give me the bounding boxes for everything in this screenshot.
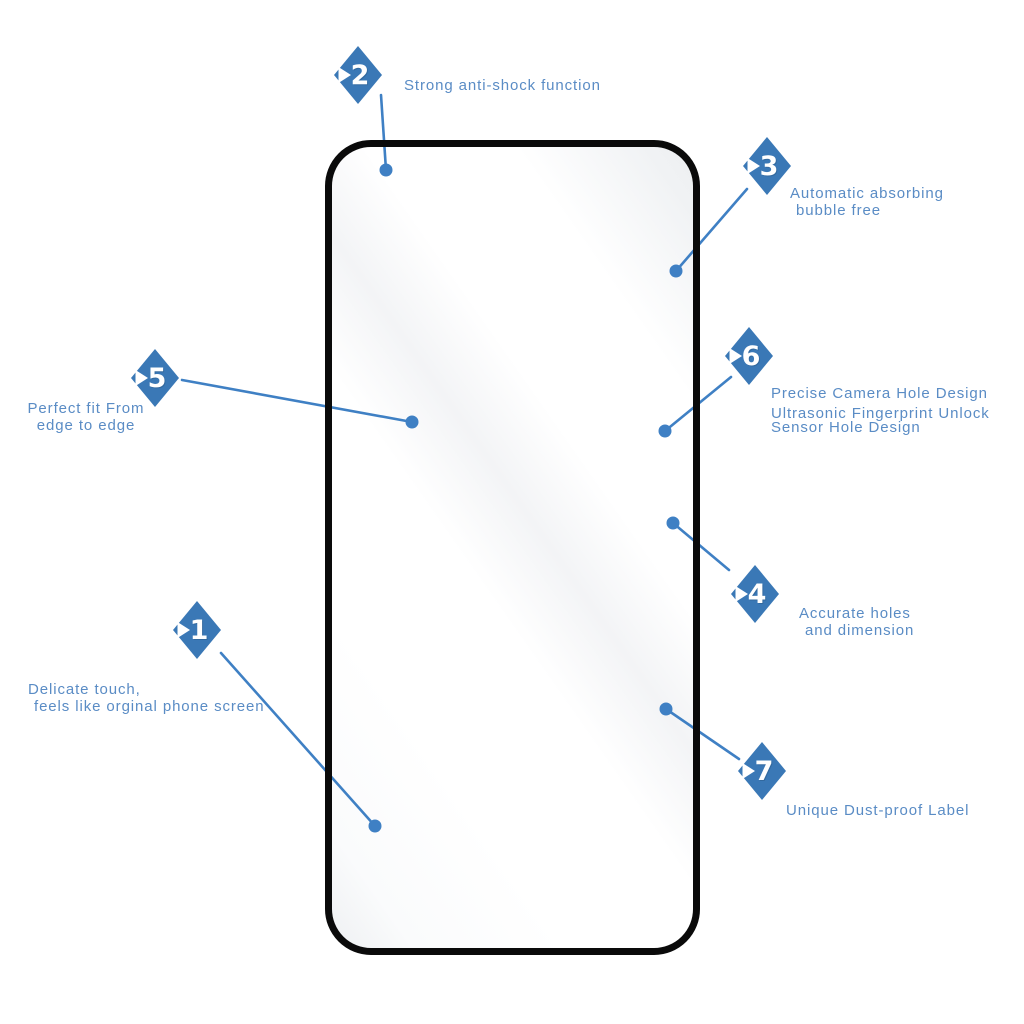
callout-7-diamond: 7 <box>738 742 786 800</box>
callout-4-number: 4 <box>747 578 767 610</box>
callout-4-label-line: Accurate holes <box>799 605 911 622</box>
callout-2-label: Strong anti-shock function <box>404 77 601 94</box>
connector-dot-3 <box>669 264 683 278</box>
callout-3-label: Automatic absorbing bubble free <box>790 185 944 219</box>
connector-line-4 <box>671 521 731 572</box>
connector-line-2 <box>379 93 388 172</box>
diamond-shape <box>743 137 791 195</box>
screen-protector-outline <box>325 140 700 955</box>
callout-6-label-line: Precise Camera Hole Design <box>771 385 988 402</box>
diamond-notch <box>135 370 148 386</box>
callout-2-number: 2 <box>350 59 370 91</box>
callout-6-label: Precise Camera Hole Design Ultrasonic Fi… <box>771 385 990 435</box>
diamond-marker-icon <box>173 601 221 659</box>
connector-dot-5 <box>405 415 419 429</box>
connector-dot-6 <box>658 424 672 438</box>
connector-dot-2 <box>379 163 393 177</box>
callout-2-label-line: Strong anti-shock function <box>404 77 601 94</box>
callout-5-label-line: Perfect fit From <box>27 400 145 417</box>
diamond-shape <box>131 349 179 407</box>
callout-1-label-line: feels like orginal phone screen <box>34 698 265 715</box>
connector-line-5 <box>180 378 414 424</box>
glass-sheen <box>325 140 700 955</box>
callout-1-label-line: Delicate touch, <box>28 681 141 698</box>
callout-4-diamond: 4 <box>731 565 779 623</box>
diamond-shape <box>334 46 382 104</box>
connector-dot-1 <box>368 819 382 833</box>
callout-7-number: 7 <box>754 755 774 787</box>
callout-3-number: 3 <box>759 150 779 182</box>
callout-1-number: 1 <box>189 614 209 646</box>
connector-dot-4 <box>666 516 680 530</box>
diamond-marker-icon <box>731 565 779 623</box>
diamond-marker-icon <box>725 327 773 385</box>
callout-7-label-line: Unique Dust-proof Label <box>786 802 970 819</box>
diamond-shape <box>173 601 221 659</box>
callout-4-label-line: and dimension <box>805 622 915 639</box>
diamond-shape <box>738 742 786 800</box>
callout-5-label-line: edge to edge <box>36 417 136 434</box>
callout-2-diamond: 2 <box>334 46 382 104</box>
diamond-marker-icon <box>743 137 791 195</box>
diamond-shape <box>725 327 773 385</box>
callout-6-label-line: Ultrasonic Fingerprint Unlock <box>771 405 990 422</box>
diamond-notch <box>742 763 755 779</box>
callout-5-label: Perfect fit From edge to edge <box>15 400 157 434</box>
callout-7-label: Unique Dust-proof Label <box>786 802 969 819</box>
callout-3-label-line: Automatic absorbing <box>790 185 944 202</box>
diamond-shape <box>731 565 779 623</box>
diamond-marker-icon <box>738 742 786 800</box>
callout-6-number: 6 <box>741 340 761 372</box>
diamond-notch <box>177 622 190 638</box>
connector-line-7 <box>664 707 741 761</box>
diamond-notch <box>729 348 742 364</box>
callout-3-label-line: bubble free <box>796 202 881 219</box>
callout-5-diamond: 5 <box>131 349 179 407</box>
diamond-notch <box>735 586 748 602</box>
connector-line-1 <box>219 651 377 828</box>
connector-line-3 <box>674 187 749 273</box>
diamond-marker-icon <box>334 46 382 104</box>
callout-1-diamond: 1 <box>173 601 221 659</box>
diamond-notch <box>747 158 760 174</box>
callout-1-label: Delicate touch, feels like orginal phone… <box>28 681 265 715</box>
callout-6-diamond: 6 <box>725 327 773 385</box>
diamond-notch <box>338 67 351 83</box>
connector-dot-7 <box>659 702 673 716</box>
diamond-marker-icon <box>131 349 179 407</box>
callout-5-number: 5 <box>147 362 167 394</box>
callout-3-diamond: 3 <box>743 137 791 195</box>
callout-6-label-line: Sensor Hole Design <box>771 419 921 436</box>
callout-4-label: Accurate holes and dimension <box>799 605 914 639</box>
